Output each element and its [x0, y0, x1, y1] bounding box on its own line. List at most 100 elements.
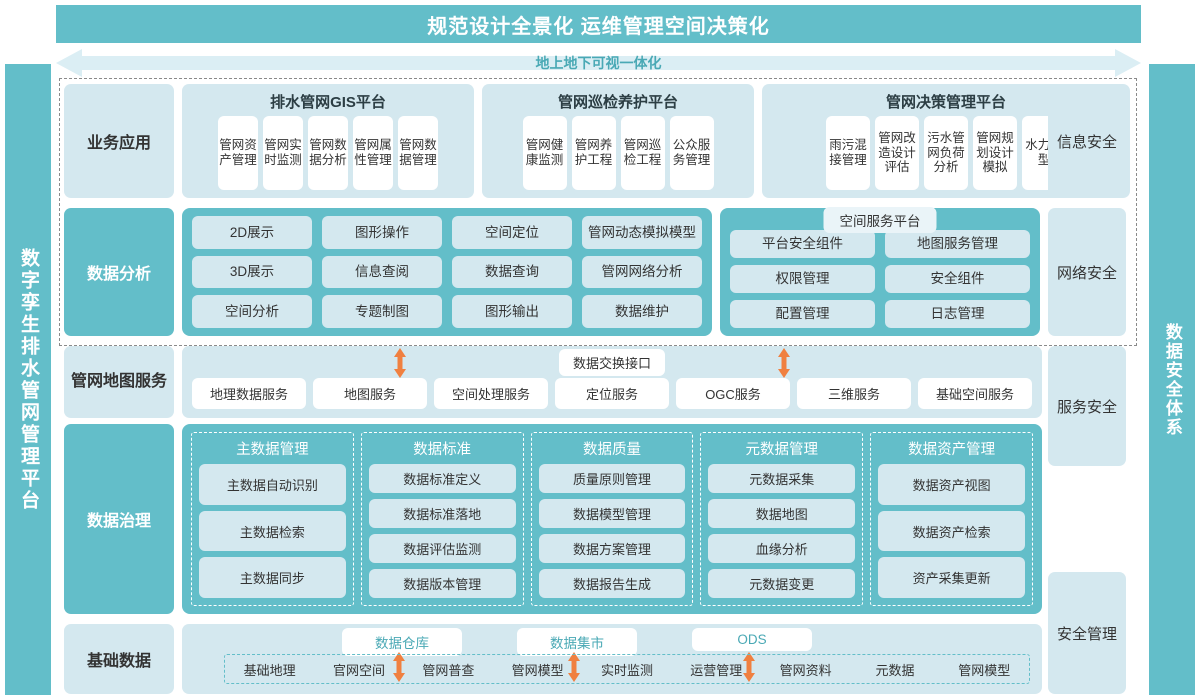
governance-item[interactable]: 资产采集更新	[878, 557, 1025, 599]
analysis-chip[interactable]: 空间定位	[452, 216, 572, 249]
analysis-chip[interactable]: 信息查阅	[322, 255, 442, 289]
governance-item[interactable]: 主数据检索	[199, 510, 346, 552]
data-warehouse-chip[interactable]: 数据仓库	[342, 628, 462, 656]
platform-chip[interactable]: 平台安全组件	[730, 230, 875, 258]
governance-item[interactable]: 血缘分析	[708, 534, 856, 563]
basic-data-body: 数据仓库 数据集市 ODS 基础地理 官网空间 管网普查 管网模型 实时监测 运…	[182, 624, 1042, 694]
governance-column-title: 数据质量	[582, 442, 641, 458]
basic-data-item[interactable]: 管网模型	[958, 662, 1011, 678]
gis-platform-group: 排水管网GIS平台 管网资产管理 管网实时监测 管网数据分析 管网属性管理 管网…	[182, 84, 474, 198]
platform-chip[interactable]: 权限管理	[730, 265, 875, 293]
governance-column-title: 数据资产管理	[908, 442, 996, 458]
governance-item[interactable]: 数据地图	[708, 499, 856, 528]
biz-item[interactable]: 管网巡检工程	[620, 116, 665, 190]
biz-item[interactable]: 管网规划设计模拟	[973, 116, 1017, 190]
governance-column-data-quality: 数据质量 质量原则管理 数据模型管理 数据方案管理 数据报告生成	[530, 432, 694, 606]
governance-item[interactable]: 数据标准落地	[368, 499, 516, 528]
governance-item[interactable]: 质量原则管理	[538, 464, 686, 493]
governance-item[interactable]: 数据资产检索	[878, 510, 1025, 552]
governance-item[interactable]: 数据版本管理	[368, 569, 516, 598]
governance-item[interactable]: 数据报告生成	[538, 569, 686, 598]
analysis-chip[interactable]: 数据维护	[582, 295, 702, 329]
biz-item[interactable]: 管网资产管理	[218, 116, 258, 190]
biz-item[interactable]: 管网数据分析	[308, 116, 348, 190]
biz-item[interactable]: 管网养护工程	[571, 116, 616, 190]
security-cell-management: 安全管理	[1048, 572, 1126, 694]
governance-column-data-standard: 数据标准 数据标准定义 数据标准落地 数据评估监测 数据版本管理	[360, 432, 524, 606]
governance-column-metadata: 元数据管理 元数据采集 数据地图 血缘分析 元数据变更	[700, 432, 864, 606]
biz-item[interactable]: 污水管网负荷分析	[924, 116, 968, 190]
basic-data-item[interactable]: 基础地理	[243, 662, 296, 678]
data-analysis-label: 数据分析	[64, 208, 174, 336]
analysis-column: 图形操作 信息查阅 专题制图	[322, 216, 442, 329]
map-service-item[interactable]: 空间处理服务	[434, 378, 548, 409]
map-service-item[interactable]: 三维服务	[797, 378, 911, 409]
analysis-chip[interactable]: 图形输出	[452, 295, 572, 329]
data-analysis-row: 数据分析 2D展示 3D展示 空间分析 图形操作 信息查阅 专题制图 空间定位 …	[64, 207, 1042, 336]
basic-data-item[interactable]: 实时监测	[600, 662, 653, 678]
biz-item[interactable]: 雨污混接管理	[826, 116, 870, 190]
data-exchange-interface-chip[interactable]: 数据交换接口	[558, 349, 666, 376]
map-service-item[interactable]: OGC服务	[676, 378, 790, 409]
analysis-chip[interactable]: 管网动态模拟模型	[582, 216, 702, 249]
basic-data-item[interactable]: 管网普查	[422, 662, 475, 678]
map-service-item[interactable]: 基础空间服务	[918, 378, 1032, 409]
platform-chip[interactable]: 安全组件	[885, 265, 1030, 293]
analysis-chip[interactable]: 图形操作	[322, 216, 442, 249]
page-title: 规范设计全景化 运维管理空间决策化	[427, 15, 770, 38]
biz-item[interactable]: 管网改造设计评估	[875, 116, 919, 190]
double-arrow-banner-icon	[56, 49, 1141, 77]
analysis-function-panel: 2D展示 3D展示 空间分析 图形操作 信息查阅 专题制图 空间定位 数据查询 …	[182, 208, 712, 336]
governance-item[interactable]: 元数据变更	[708, 569, 856, 598]
governance-item[interactable]: 数据标准定义	[368, 464, 516, 493]
governance-column-master-data: 主数据管理 主数据自动识别 主数据检索 主数据同步	[191, 432, 354, 606]
basic-data-item[interactable]: 运营管理	[690, 662, 743, 678]
basic-data-row: 基础数据 数据仓库 数据集市 ODS 基础地理 官网空间 管网普查 管网模型	[64, 624, 1042, 694]
gis-platform-title: 排水管网GIS平台	[270, 94, 386, 111]
platform-chip[interactable]: 地图服务管理	[885, 230, 1030, 258]
data-governance-row: 数据治理 主数据管理 主数据自动识别 主数据检索 主数据同步 数据标准 数据标准…	[64, 424, 1042, 614]
patrol-platform-title: 管网巡检养护平台	[557, 94, 678, 111]
analysis-column: 空间定位 数据查询 图形输出	[452, 216, 572, 329]
governance-item[interactable]: 主数据自动识别	[199, 464, 346, 505]
basic-data-item[interactable]: 管网模型	[511, 662, 564, 678]
business-application-row: 业务应用 排水管网GIS平台 管网资产管理 管网实时监测 管网数据分析 管网属性…	[64, 84, 1132, 198]
map-service-item[interactable]: 定位服务	[555, 378, 669, 409]
governance-column-title: 数据标准	[413, 442, 472, 458]
business-application-groups: 排水管网GIS平台 管网资产管理 管网实时监测 管网数据分析 管网属性管理 管网…	[182, 84, 1132, 198]
security-cell-network: 网络安全	[1048, 208, 1126, 336]
analysis-chip[interactable]: 数据查询	[452, 255, 572, 289]
data-mart-chip[interactable]: 数据集市	[517, 628, 637, 656]
analysis-chip[interactable]: 管网网络分析	[582, 255, 702, 289]
basic-data-item[interactable]: 元数据	[875, 662, 915, 678]
application-layer-dashed-border	[59, 78, 1137, 346]
ods-chip[interactable]: ODS	[692, 628, 812, 651]
map-service-item[interactable]: 地理数据服务	[192, 378, 306, 409]
analysis-chip[interactable]: 3D展示	[192, 255, 312, 289]
map-service-item[interactable]: 地图服务	[313, 378, 427, 409]
biz-item[interactable]: 公众服务管理	[669, 116, 714, 190]
decision-platform-title: 管网决策管理平台	[885, 94, 1006, 111]
governance-column-data-asset: 数据资产管理 数据资产视图 数据资产检索 资产采集更新	[870, 432, 1033, 606]
right-security-system-label: 数据安全体系	[1162, 322, 1182, 437]
governance-item[interactable]: 数据资产视图	[878, 464, 1025, 505]
up-down-arrow-icon	[393, 652, 405, 682]
analysis-chip[interactable]: 空间分析	[192, 295, 312, 329]
biz-item[interactable]: 管网属性管理	[353, 116, 393, 190]
biz-item[interactable]: 管网数据管理	[398, 116, 438, 190]
governance-item[interactable]: 数据评估监测	[368, 534, 516, 563]
basic-data-item[interactable]: 官网空间	[332, 662, 385, 678]
biz-item[interactable]: 管网实时监测	[263, 116, 303, 190]
governance-item[interactable]: 数据模型管理	[538, 499, 686, 528]
left-platform-bar: 数字孪生排水管网管理平台	[5, 64, 51, 695]
governance-item[interactable]: 主数据同步	[199, 557, 346, 599]
biz-item[interactable]: 管网健康监测	[522, 116, 567, 190]
basic-data-item[interactable]: 管网资料	[779, 662, 832, 678]
analysis-chip[interactable]: 2D展示	[192, 216, 312, 249]
platform-chip[interactable]: 日志管理	[885, 300, 1030, 328]
analysis-chip[interactable]: 专题制图	[322, 295, 442, 329]
governance-item[interactable]: 元数据采集	[708, 464, 856, 493]
platform-chip[interactable]: 配置管理	[730, 300, 875, 328]
governance-item[interactable]: 数据方案管理	[538, 534, 686, 563]
